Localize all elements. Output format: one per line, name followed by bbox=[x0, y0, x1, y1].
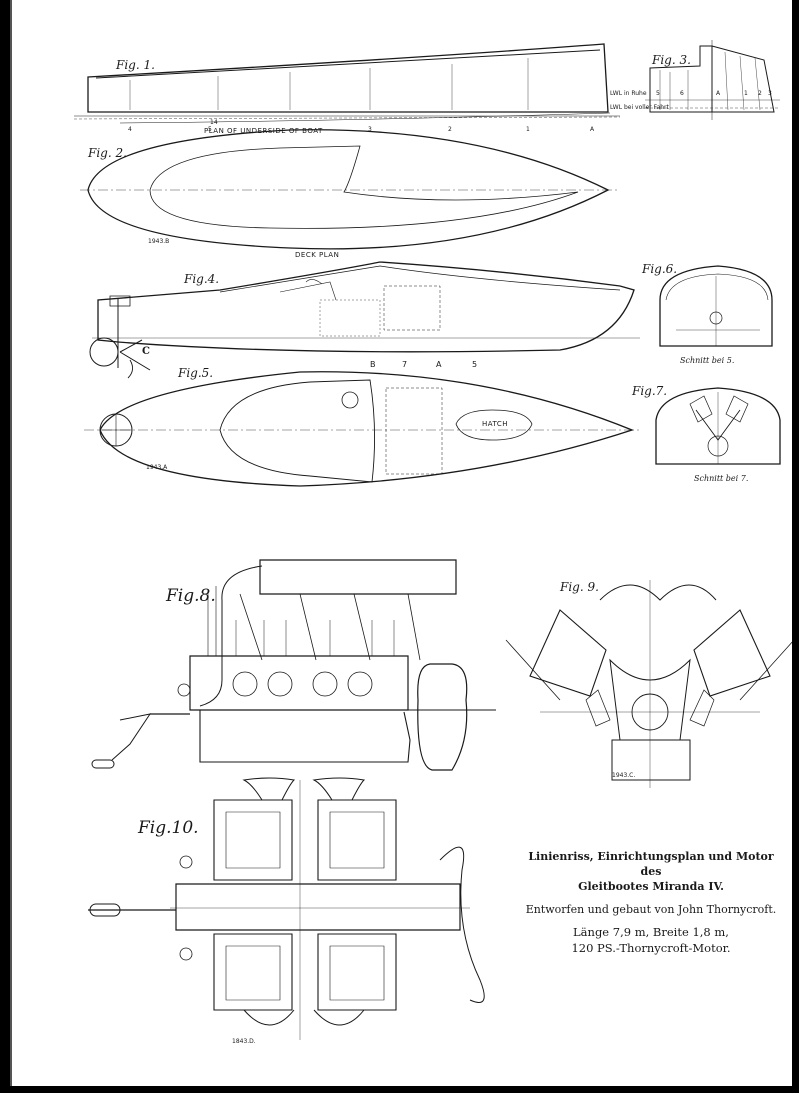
fig3-3-label: 3 bbox=[768, 90, 772, 97]
fig5-label: Fig.5. bbox=[178, 366, 214, 380]
plate-caption: Linienriss, Einrichtungsplan und Motor d… bbox=[520, 850, 782, 956]
caption-engine: 120 PS.-Thornycroft-Motor. bbox=[571, 940, 731, 955]
fig9-engine-end-view bbox=[505, 580, 795, 788]
hatch-label: HATCH bbox=[482, 420, 509, 428]
caption-credit: Entworfen und gebaut von John Thornycrof… bbox=[525, 902, 777, 916]
station-4-label: 4 bbox=[128, 126, 132, 133]
fig4-longitudinal-section bbox=[89, 261, 640, 379]
c-mark-label: C bbox=[142, 346, 150, 357]
fig4-label: Fig.4. bbox=[184, 272, 220, 286]
station-1-label: 1 bbox=[526, 126, 530, 133]
fig4-a-label: A bbox=[436, 360, 442, 369]
fig2-label: Fig. 2. bbox=[88, 146, 127, 160]
fig3-2-label: 2 bbox=[758, 90, 762, 97]
lwl-rest-label: LWL in Ruhe bbox=[610, 90, 647, 97]
fig8-engine-side-view bbox=[91, 559, 496, 771]
fig7-section-7 bbox=[655, 387, 781, 465]
plate-number-b: 1943.B bbox=[148, 238, 170, 245]
fig2-deck-plan bbox=[80, 129, 618, 250]
fig6-label: Fig.6. bbox=[642, 262, 678, 276]
station-3-label: 3 bbox=[368, 126, 372, 133]
caption-title-line-2: Gleitbootes Miranda IV. bbox=[578, 879, 724, 893]
schnitt-5-label: Schnitt bei 5. bbox=[680, 356, 735, 365]
fig7-label: Fig.7. bbox=[632, 384, 668, 398]
fig3-a-label: A bbox=[716, 90, 721, 97]
fig3-6-label: 6 bbox=[680, 90, 684, 97]
schnitt-7-label: Schnitt bei 7. bbox=[694, 474, 749, 483]
fig4-b-label: B bbox=[370, 360, 376, 369]
fig1-label: Fig. 1. bbox=[116, 58, 155, 72]
fig4-5-label: 5 bbox=[472, 360, 478, 369]
plate-number-a: 1943.A bbox=[146, 464, 168, 471]
plate-number-d: 1843.D. bbox=[232, 1038, 256, 1045]
caption-dimensions: Länge 7,9 m, Breite 1,8 m, bbox=[573, 925, 729, 940]
fig5-general-plan bbox=[84, 371, 640, 487]
station-14-label: 14 bbox=[210, 119, 218, 126]
fig10-engine-plan-view bbox=[88, 777, 485, 1040]
caption-title-line-1: Linienriss, Einrichtungsplan und Motor d… bbox=[528, 850, 774, 878]
station-2-label: 2 bbox=[448, 126, 452, 133]
fig6-section-5 bbox=[659, 265, 773, 347]
fig3-1-label: 1 bbox=[744, 90, 748, 97]
deck-plan-caption: DECK PLAN bbox=[295, 251, 340, 259]
fig1-hull-profile bbox=[73, 43, 621, 124]
underside-plan-caption: PLAN OF UNDERSIDE OF BOAT bbox=[204, 127, 323, 135]
fig8-label: Fig.8. bbox=[166, 586, 216, 606]
fig9-label: Fig. 9. bbox=[560, 580, 599, 594]
station-5-label: 5 bbox=[208, 126, 212, 133]
station-a-label: A bbox=[590, 126, 595, 133]
plate-number-c: 1943.C. bbox=[612, 772, 636, 779]
fig3-body-sections bbox=[645, 40, 780, 120]
fig10-label: Fig.10. bbox=[138, 818, 199, 838]
fig4-7-label: 7 bbox=[402, 360, 408, 369]
fig3-label: Fig. 3. bbox=[652, 53, 691, 67]
lwl-run-label: LWL bei voller Fahrt bbox=[610, 104, 669, 111]
fig3-5-label: 5 bbox=[656, 90, 660, 97]
